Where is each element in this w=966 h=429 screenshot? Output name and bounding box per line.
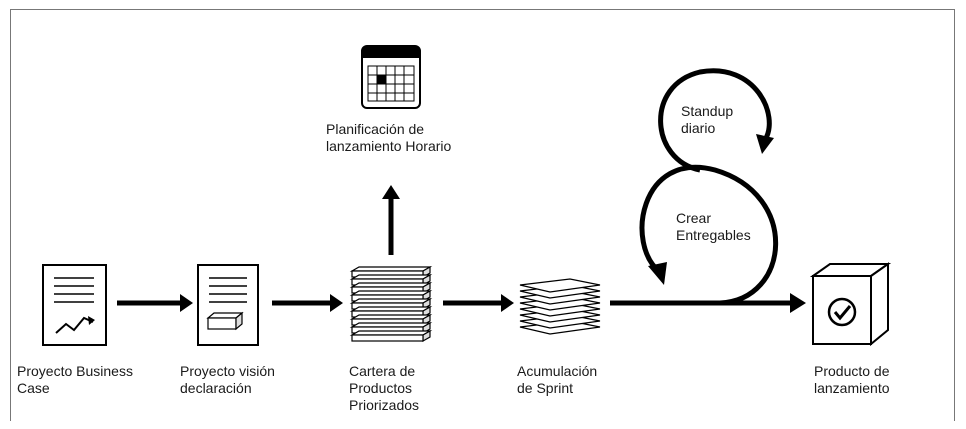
loop-arrow-icon	[639, 164, 779, 306]
prioritized-backlog-label: Cartera de Productos Priorizados	[349, 363, 420, 413]
loop-arrow-icon	[658, 68, 774, 173]
backlog-layer	[349, 274, 433, 280]
document-box-icon	[197, 264, 259, 346]
business-case-label: Proyecto Business Case	[17, 363, 133, 396]
daily-standup-label: Standup diario	[681, 103, 734, 136]
release-product-label: Producto de lanzamiento	[814, 363, 890, 396]
backlog-layer	[349, 322, 433, 328]
release-plan-label: Planificación de lanzamiento Horario	[326, 121, 452, 154]
vision-statement-label: Proyecto visión declaración	[180, 363, 275, 396]
backlog-layer	[349, 314, 433, 320]
create-deliverables-label: Crear Entregables	[676, 210, 751, 243]
stacked-layers-icon	[349, 265, 433, 343]
checked-box-icon	[809, 262, 892, 347]
backlog-layer	[349, 266, 433, 272]
sprint-sheet	[519, 278, 601, 293]
backlog-layer	[349, 298, 433, 304]
sprint-backlog-label: Acumulación de Sprint	[517, 363, 598, 396]
document-chart-icon	[42, 264, 107, 346]
backlog-layer	[351, 334, 424, 342]
backlog-layer	[349, 306, 433, 312]
backlog-layer	[349, 290, 433, 296]
flow-arrow	[443, 294, 514, 312]
backlog-layer	[349, 282, 433, 288]
stacked-sheets-icon	[519, 278, 601, 335]
flow-arrow	[272, 294, 343, 312]
flow-arrow-up	[382, 185, 400, 255]
flow-arrow	[117, 294, 193, 312]
flow-arrow	[610, 293, 806, 313]
backlog-layer	[349, 330, 433, 336]
calendar-icon	[361, 45, 421, 109]
diagram-frame	[10, 9, 955, 421]
